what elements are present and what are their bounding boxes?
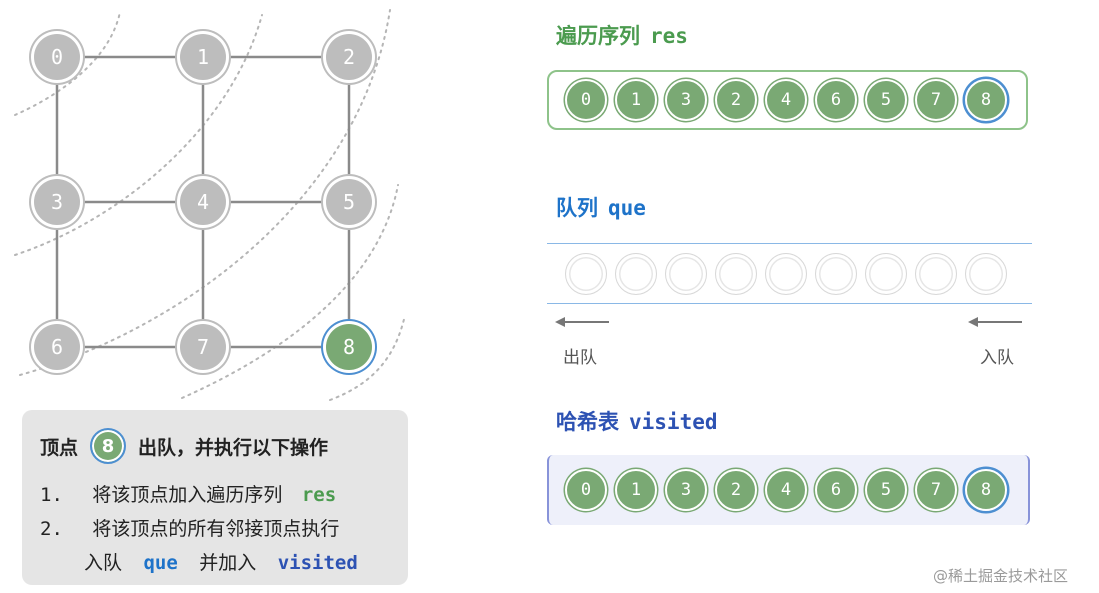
operation-node-badge: 8 bbox=[90, 428, 127, 464]
queue-empty-slot bbox=[915, 253, 957, 295]
queue-bottom-border bbox=[547, 303, 1032, 304]
graph-node-1: 1 bbox=[175, 29, 231, 85]
graph-node-7: 7 bbox=[175, 319, 231, 375]
res-item: 0 bbox=[565, 79, 607, 121]
level-arc-2 bbox=[14, 14, 263, 256]
visited-item: 2 bbox=[715, 469, 757, 511]
visited-item: 1 bbox=[615, 469, 657, 511]
visited-item: 4 bbox=[765, 469, 807, 511]
graph-node-label: 7 bbox=[197, 335, 209, 359]
que-title-code: que bbox=[608, 196, 646, 220]
res-item: 7 bbox=[915, 79, 957, 121]
step-2-text: 将该顶点的所有邻接顶点执行 bbox=[92, 518, 340, 540]
graph-node-4: 4 bbox=[175, 174, 231, 230]
graph-node-label: 3 bbox=[51, 190, 63, 214]
visited-item: 3 bbox=[665, 469, 707, 511]
step-2-text-enqueue: 入队 bbox=[84, 552, 123, 574]
step-2-text-add: 并加入 bbox=[199, 552, 257, 574]
queue-empty-slot bbox=[715, 253, 757, 295]
step-1: 1. 将该顶点加入遍历序列 res bbox=[40, 480, 336, 507]
step-2-number: 2. bbox=[40, 518, 63, 540]
step-2-continued: 入队 que 并加入 visited bbox=[84, 548, 358, 575]
queue-empty-slot bbox=[965, 253, 1007, 295]
operation-panel: 顶点 8 出队，并执行以下操作 1. 将该顶点加入遍历序列 res 2. 将该顶… bbox=[22, 410, 408, 585]
dequeue-label: 出队 bbox=[563, 348, 597, 368]
visited-item: 8 bbox=[965, 469, 1007, 511]
visited-title-text: 哈希表 bbox=[556, 410, 619, 434]
step-1-number: 1. bbox=[40, 484, 63, 506]
visited-title-code: visited bbox=[629, 410, 718, 434]
visited-item: 7 bbox=[915, 469, 957, 511]
res-item: 3 bbox=[665, 79, 707, 121]
watermark: @稀土掘金技术社区 bbox=[933, 567, 1069, 585]
enqueue-label: 入队 bbox=[980, 348, 1014, 368]
queue-empty-slot bbox=[815, 253, 857, 295]
res-title: 遍历序列 res bbox=[556, 20, 688, 50]
level-arc-4 bbox=[181, 184, 399, 399]
graph-node-label: 2 bbox=[343, 45, 355, 69]
res-item: 8 bbox=[965, 79, 1007, 121]
graph-diagram: 0 1 2 3 4 5 6 7 8 bbox=[14, 9, 406, 401]
level-arc-1 bbox=[14, 11, 121, 116]
graph-node-3: 3 bbox=[29, 174, 85, 230]
queue-top-border bbox=[547, 243, 1032, 244]
queue-empty-slot bbox=[615, 253, 657, 295]
visited-item: 6 bbox=[815, 469, 857, 511]
step-2: 2. 将该顶点的所有邻接顶点执行 bbox=[40, 514, 339, 541]
res-item: 2 bbox=[715, 79, 757, 121]
queue-empty-slot bbox=[665, 253, 707, 295]
visited-item: 5 bbox=[865, 469, 907, 511]
res-item: 1 bbox=[615, 79, 657, 121]
step-2-keyword-que: que bbox=[143, 552, 178, 574]
graph-node-label: 6 bbox=[51, 335, 63, 359]
graph-node-label: 1 bbox=[197, 45, 209, 69]
graph-node-2: 2 bbox=[321, 29, 377, 85]
bfs-level-arcs bbox=[14, 9, 406, 401]
res-item: 5 bbox=[865, 79, 907, 121]
visited-item: 0 bbox=[565, 469, 607, 511]
queue-empty-slot bbox=[565, 253, 607, 295]
res-item: 6 bbox=[815, 79, 857, 121]
que-title-text: 队列 bbox=[556, 196, 598, 220]
queue-empty-slot bbox=[865, 253, 907, 295]
step-1-keyword: res bbox=[301, 484, 337, 506]
res-title-text: 遍历序列 bbox=[556, 24, 640, 48]
res-item: 4 bbox=[765, 79, 807, 121]
que-title: 队列 que bbox=[556, 192, 646, 222]
level-arc-5 bbox=[329, 314, 406, 401]
queue-empty-slot bbox=[765, 253, 807, 295]
graph-node-label: 8 bbox=[343, 335, 355, 359]
operation-prefix: 顶点 bbox=[40, 436, 79, 459]
graph-node-label: 0 bbox=[51, 45, 63, 69]
graph-node-6: 6 bbox=[29, 319, 85, 375]
graph-node-8: 8 bbox=[321, 319, 377, 375]
enqueue-arrow-icon bbox=[968, 317, 1022, 327]
visited-title: 哈希表 visited bbox=[556, 406, 718, 436]
level-arc-3 bbox=[19, 9, 391, 376]
queue-slots bbox=[565, 253, 1007, 295]
step-1-text: 将该顶点加入遍历序列 bbox=[92, 484, 283, 506]
operation-title: 顶点 8 出队，并执行以下操作 bbox=[40, 428, 328, 464]
res-title-code: res bbox=[650, 24, 688, 48]
graph-node-label: 4 bbox=[197, 190, 209, 214]
graph-node-5: 5 bbox=[321, 174, 377, 230]
dequeue-arrow-icon bbox=[555, 317, 609, 327]
graph-node-label: 5 bbox=[343, 190, 355, 214]
operation-suffix: 出队，并执行以下操作 bbox=[138, 436, 329, 459]
step-2-keyword-visited: visited bbox=[277, 552, 358, 574]
graph-node-0: 0 bbox=[29, 29, 85, 85]
